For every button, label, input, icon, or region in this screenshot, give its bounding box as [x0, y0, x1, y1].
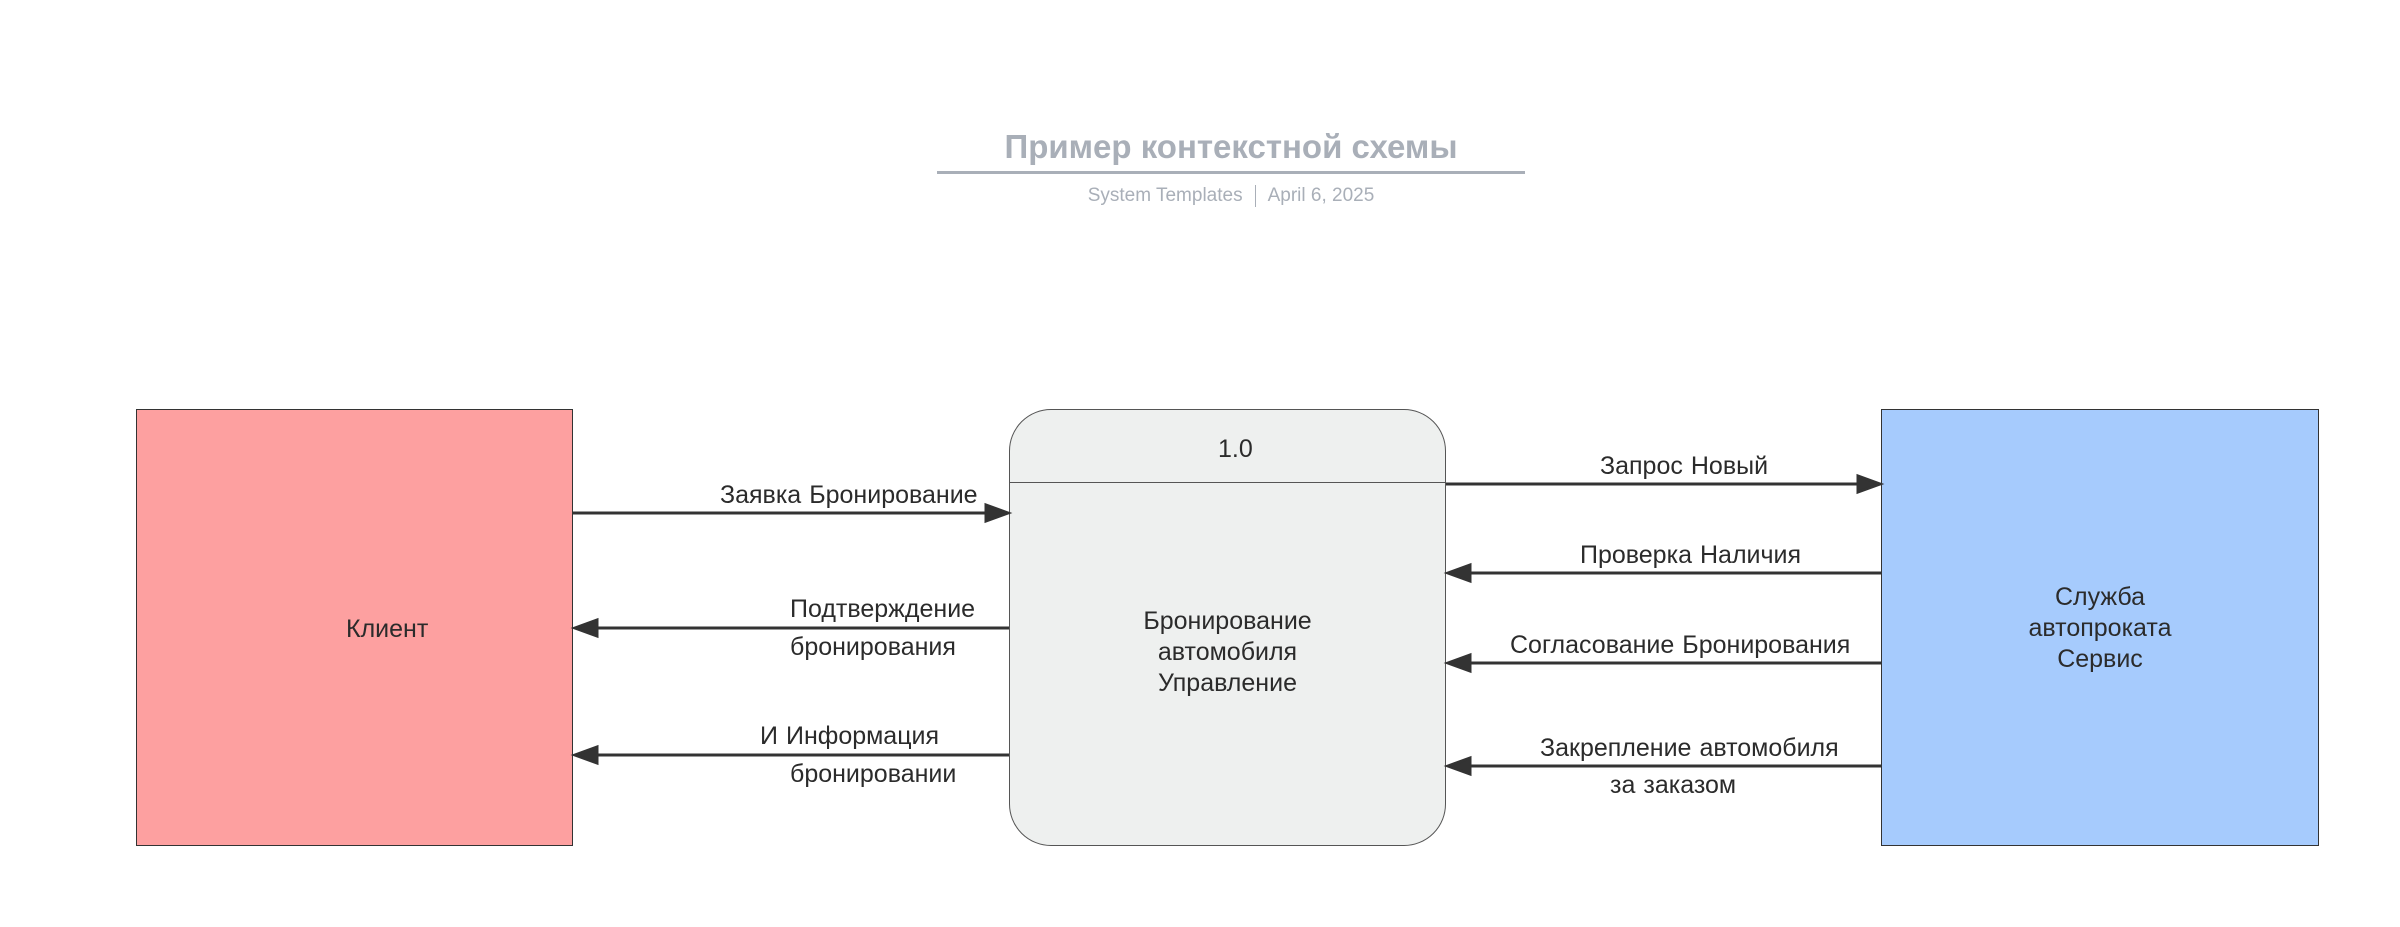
- process-label-line: автомобиля: [1157, 638, 1298, 666]
- flow-label-assign: Закрепление автомобиля: [1540, 733, 1839, 763]
- flow-label-query: Запрос Новый: [1600, 451, 1768, 481]
- flow-label-line: Заявка: [720, 481, 802, 509]
- separator: [1254, 185, 1256, 207]
- flow-label-request: Заявка Бронирование: [720, 480, 978, 510]
- flow-label-approval: Согласование Бронирования: [1510, 630, 1850, 660]
- process-header-divider: [1010, 482, 1445, 483]
- flow-label-line: Согласование: [1510, 631, 1675, 659]
- flow-label-line: Закрепление: [1540, 734, 1692, 762]
- flow-label-line: Бронирования: [1682, 631, 1851, 659]
- rental-label-line: Служба: [2054, 583, 2146, 611]
- process-label-line: Управление: [1158, 669, 1297, 697]
- flow-label-line: за: [1610, 771, 1636, 799]
- rental-label: Служба автопроката Сервис: [1881, 582, 2319, 675]
- flow-label-line: Информация: [785, 722, 940, 750]
- flow-label-line: Бронирование: [809, 481, 978, 509]
- arrowhead: [1443, 652, 1472, 674]
- rental-service-entity[interactable]: [1881, 409, 2319, 846]
- flow-label-line: заказом: [1643, 771, 1737, 799]
- flow-label-line: автомобиля: [1699, 734, 1839, 762]
- flow-label-line: Наличия: [1699, 541, 1802, 569]
- author: System Templates: [1087, 185, 1243, 207]
- arrowhead: [1443, 755, 1472, 777]
- arrowhead: [984, 502, 1013, 524]
- flow-label-info-2: бронировании: [790, 760, 957, 788]
- process-label: Бронирование автомобиля Управление: [1009, 606, 1446, 699]
- rental-label-line: Сервис: [2057, 645, 2143, 673]
- flow-label-check: Проверка Наличия: [1580, 540, 1801, 570]
- flow-label-line: Новый: [1690, 452, 1769, 480]
- diagram-title: Пример контекстной схемы: [1004, 128, 1458, 165]
- arrowhead: [1856, 473, 1885, 495]
- diagram-subtitle: System Templates April 6, 2025: [937, 185, 1525, 207]
- arrowhead: [570, 617, 599, 639]
- flow-label-line: И: [760, 722, 778, 750]
- process-label-line: Бронирование: [1143, 607, 1312, 635]
- client-entity[interactable]: [136, 409, 573, 846]
- flow-label-confirmation-1: Подтверждение: [790, 595, 976, 623]
- client-label: Клиент: [346, 615, 429, 643]
- flow-label-line: Запрос: [1600, 452, 1683, 480]
- title-underline: [937, 171, 1525, 174]
- flow-label-line: Проверка: [1580, 541, 1692, 569]
- process-node[interactable]: [1009, 409, 1446, 846]
- arrowhead: [570, 744, 599, 766]
- date: April 6, 2025: [1267, 185, 1375, 207]
- process-number: 1.0: [1218, 435, 1253, 463]
- arrowhead: [1443, 562, 1472, 584]
- rental-label-line: автопроката: [2028, 614, 2172, 642]
- flow-label-assign-2: за заказом: [1610, 770, 1736, 800]
- flow-label-info: И Информация: [760, 721, 939, 751]
- flow-label-confirmation-2: бронирования: [790, 633, 956, 661]
